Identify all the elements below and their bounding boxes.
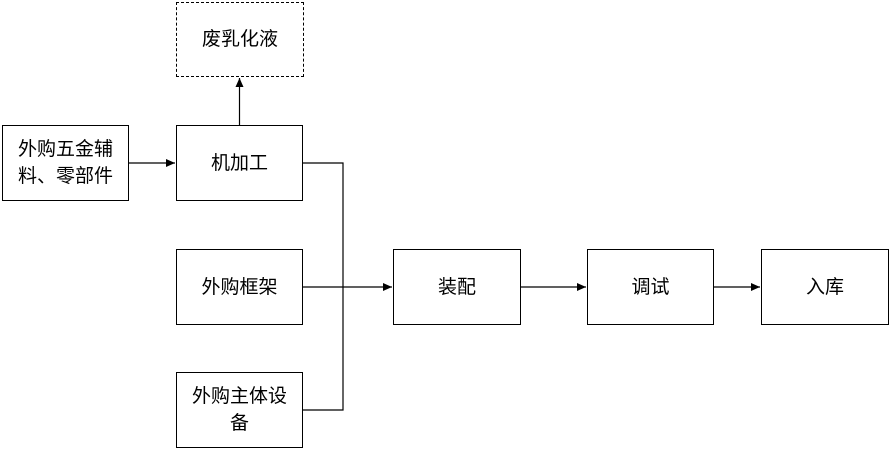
node-debugging: 调试 — [587, 249, 714, 325]
node-storage: 入库 — [761, 249, 889, 325]
node-purchased-parts-label-line1: 外购五金辅 — [17, 138, 113, 160]
node-purchased-main-equipment-label-line1: 外购主体设 — [191, 385, 287, 407]
node-assembly-label: 装配 — [437, 275, 476, 298]
node-purchased-frame-label: 外购框架 — [201, 275, 278, 298]
node-waste-emulsion-label: 废乳化液 — [201, 28, 278, 50]
node-purchased-parts-label-line2: 料、零部件 — [17, 165, 113, 187]
node-purchased-parts: 外购五金辅 料、零部件 — [2, 125, 129, 201]
node-storage-label: 入库 — [805, 275, 844, 298]
node-machining-label: 机加工 — [210, 151, 268, 174]
node-purchased-frame: 外购框架 — [176, 249, 303, 325]
node-purchased-main-equipment: 外购主体设 备 — [176, 372, 303, 448]
node-assembly: 装配 — [393, 249, 521, 325]
node-machining: 机加工 — [176, 125, 303, 201]
connector-machining-to-bus — [303, 162, 344, 287]
node-debugging-label: 调试 — [631, 275, 670, 298]
node-waste-emulsion: 废乳化液 — [176, 2, 304, 77]
node-purchased-main-equipment-label-line2: 备 — [229, 412, 249, 434]
connector-main-equipment-to-bus — [303, 287, 344, 411]
